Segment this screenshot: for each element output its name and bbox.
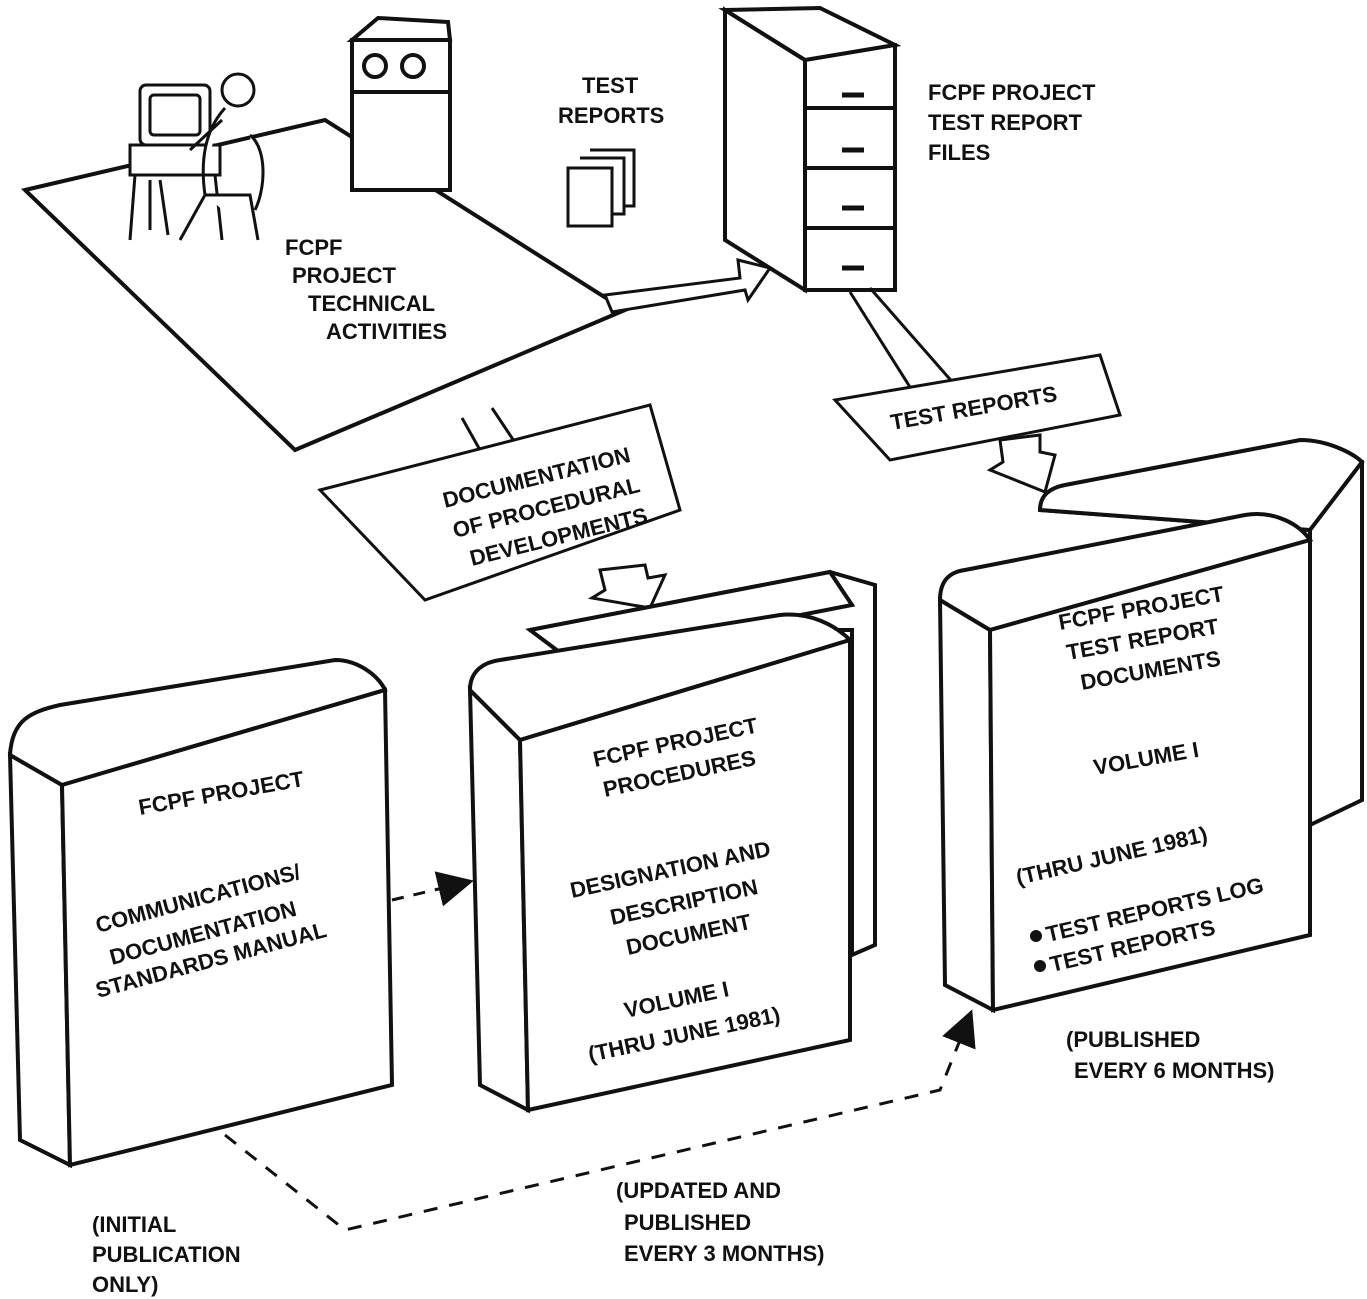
report-pages-icon (568, 150, 634, 226)
standards-note: (INITIAL PUBLICATION ONLY) (92, 1212, 241, 1297)
label-line: FCPF PROJECT (928, 80, 1096, 105)
note-line: (UPDATED AND (616, 1178, 781, 1203)
note-line: EVERY 3 MONTHS) (624, 1241, 824, 1266)
test-reports-top-label: TEST REPORTS (558, 73, 664, 128)
note-line: (INITIAL (92, 1212, 176, 1237)
test-reports-book: FCPF PROJECT TEST REPORT DOCUMENTS VOLUM… (940, 514, 1310, 1010)
note-line: (PUBLISHED (1066, 1027, 1200, 1052)
tape-drive-icon (352, 18, 450, 190)
note-line: PUBLISHED (624, 1210, 751, 1235)
note-line: EVERY 6 MONTHS) (1074, 1058, 1274, 1083)
label-line: PROJECT (292, 263, 396, 288)
flow-arrow-to-files (605, 260, 770, 312)
note-line: ONLY) (92, 1272, 158, 1297)
label-line: FILES (928, 140, 990, 165)
bullet-icon (1030, 930, 1042, 942)
flow-arrow-to-test-documents (990, 435, 1055, 492)
label-line: TEST REPORT (928, 110, 1083, 135)
standards-manual-book: FCPF PROJECT COMMUNICATIONS/ DOCUMENTATI… (10, 660, 392, 1165)
dashed-flow-standards-to-procedures (392, 882, 468, 900)
procedures-book: FCPF PROJECT PROCEDURES DESIGNATION AND … (470, 615, 850, 1110)
connector-files-to-box (850, 288, 955, 395)
test-reports-box: TEST REPORTS (835, 355, 1120, 460)
label-line: REPORTS (558, 103, 664, 128)
label-line: FCPF (285, 235, 342, 260)
test-reports-note: (PUBLISHED EVERY 6 MONTHS) (1066, 1027, 1274, 1083)
label-line: ACTIVITIES (326, 319, 447, 344)
test-report-files-label: FCPF PROJECT TEST REPORT FILES (928, 80, 1096, 165)
label-line: TEST (582, 73, 639, 98)
note-line: PUBLICATION (92, 1242, 241, 1267)
label-line: TECHNICAL (308, 291, 435, 316)
bullet-icon (1034, 960, 1046, 972)
file-cabinet-icon (725, 8, 895, 290)
flow-arrow-to-procedures (592, 565, 665, 608)
procedures-note: (UPDATED AND PUBLISHED EVERY 3 MONTHS) (616, 1178, 824, 1266)
